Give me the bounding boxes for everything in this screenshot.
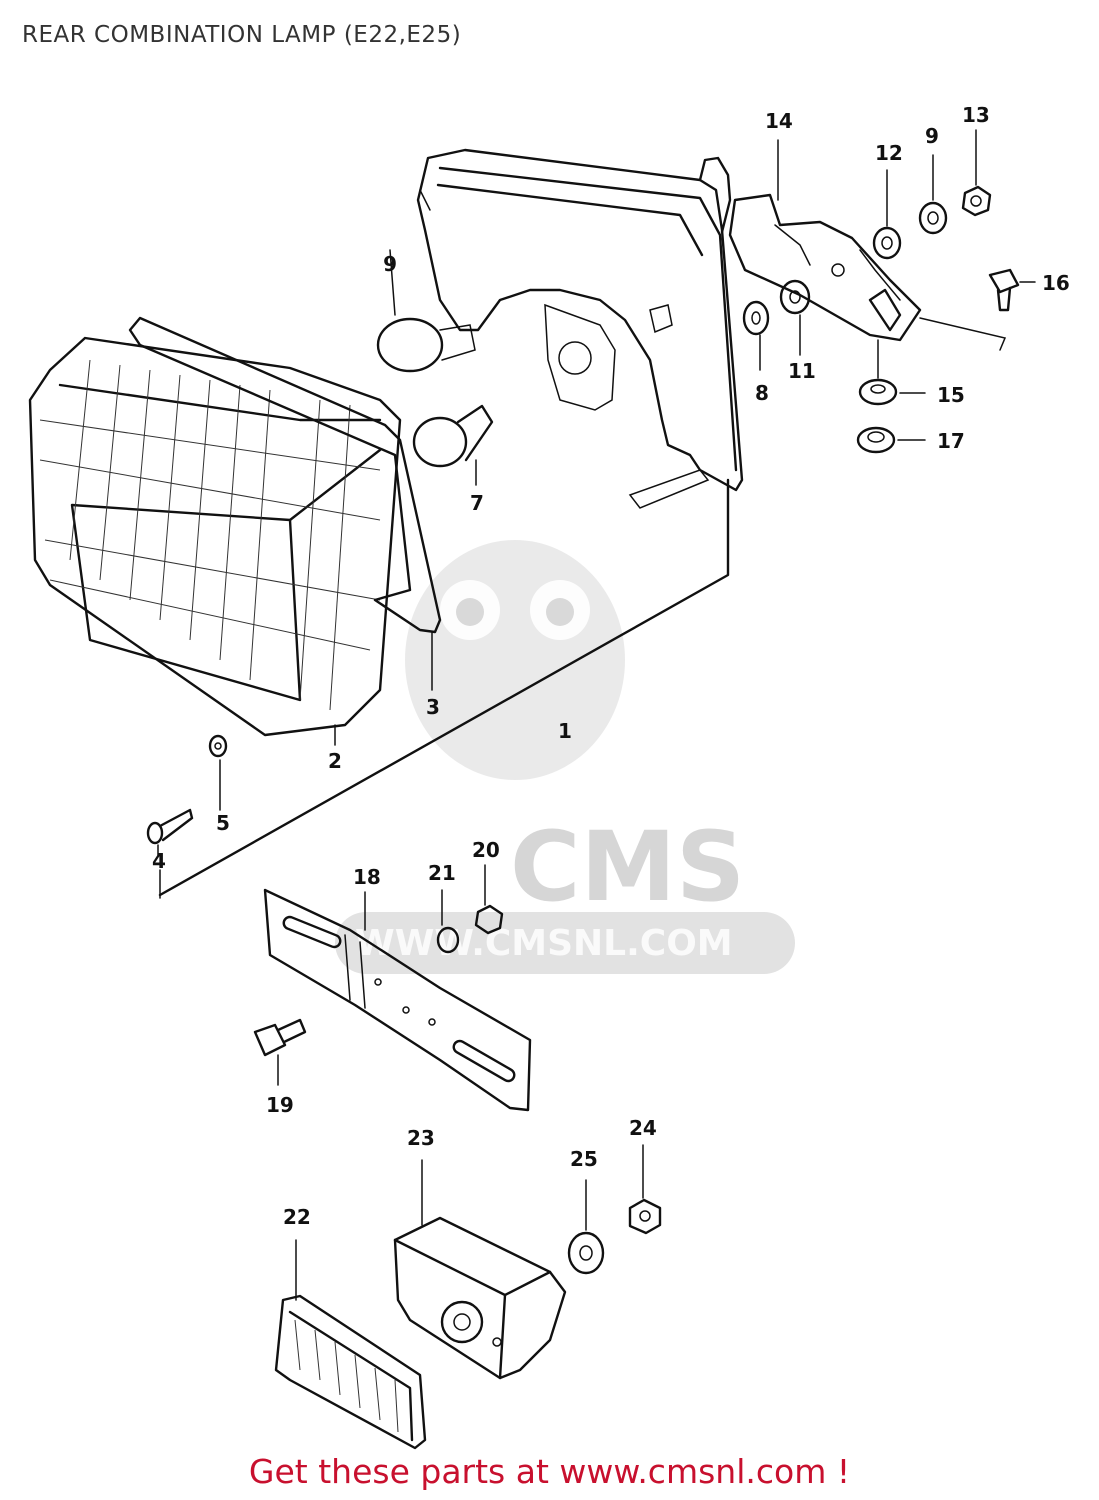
- callout-4: 4: [152, 849, 166, 873]
- callout-2: 2: [328, 749, 342, 773]
- bolt-16: [988, 268, 1036, 312]
- plate-lamp-23: [393, 1159, 567, 1380]
- lens-2: [28, 336, 402, 746]
- gasket-3: [128, 316, 442, 691]
- plate-lens-22: [274, 1239, 427, 1450]
- callout-3: 3: [426, 695, 440, 719]
- bulb-6: [376, 249, 476, 373]
- callout-6: 6: [383, 251, 397, 275]
- callout-12: 12: [875, 141, 903, 165]
- watermark-url: WWW.CMSNL.COM: [355, 923, 733, 964]
- callout-15: 15: [937, 383, 965, 407]
- callout-11: 11: [788, 359, 816, 383]
- washer-25: [567, 1179, 605, 1275]
- callout-24: 24: [629, 1116, 657, 1140]
- callout-21: 21: [428, 861, 456, 885]
- bolt-19: [253, 1018, 307, 1086]
- callout-18: 18: [353, 865, 381, 889]
- washer-5: [208, 734, 228, 811]
- nut-20: [474, 864, 504, 935]
- callout-8: 8: [755, 381, 769, 405]
- callout-22: 22: [283, 1205, 311, 1229]
- callout-5: 5: [216, 811, 230, 835]
- callout-25: 25: [570, 1147, 598, 1171]
- diagram-title: REAR COMBINATION LAMP (E22,E25): [22, 22, 462, 48]
- nut-24: [628, 1144, 662, 1235]
- washer-12: [872, 169, 902, 260]
- bulb-7: [412, 404, 494, 486]
- watermark: CMS WWW.CMSNL.COM: [335, 540, 795, 974]
- watermark-brand: CMS: [510, 811, 745, 923]
- callout-1: 1: [558, 719, 572, 743]
- callout-13: 13: [962, 103, 990, 127]
- lamp-housing: [158, 148, 744, 897]
- washer-21: [436, 889, 460, 954]
- callout-14: 14: [765, 109, 793, 133]
- callout-9: 9: [925, 124, 939, 148]
- washer-11: [779, 279, 811, 356]
- callout-20: 20: [472, 838, 500, 862]
- callout-16: 16: [1042, 271, 1070, 295]
- grommet-17: [856, 426, 926, 454]
- screw-4: [146, 808, 194, 899]
- footer-link[interactable]: Get these parts at www.cmsnl.com !: [248, 1452, 851, 1491]
- callout-23: 23: [407, 1126, 435, 1150]
- callout-7: 7: [470, 491, 484, 515]
- grommet-15: [858, 378, 926, 406]
- washer-8: [742, 300, 770, 371]
- callout-19: 19: [266, 1093, 294, 1117]
- washer-9: [918, 154, 948, 235]
- bracket-14: [728, 139, 1007, 379]
- callout-17: 17: [937, 429, 965, 453]
- plate-bracket-18: [263, 888, 532, 1112]
- nut-13: [961, 129, 992, 217]
